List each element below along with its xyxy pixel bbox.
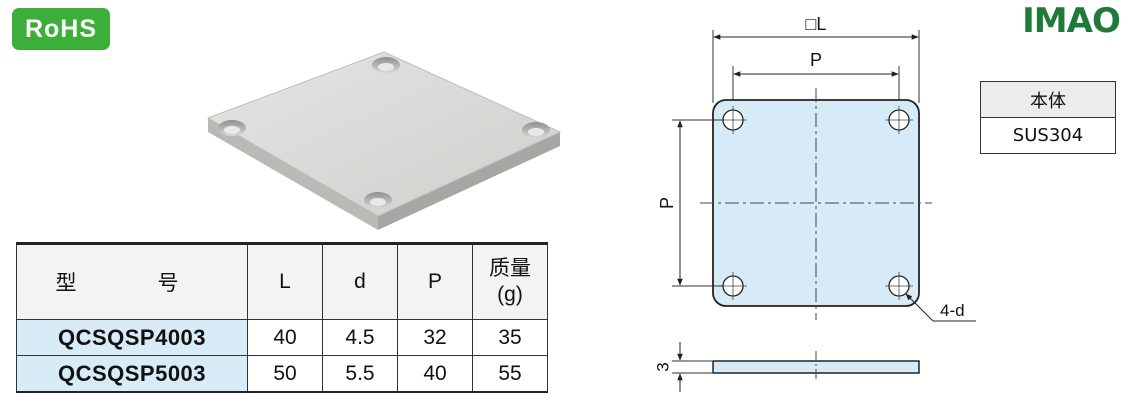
header-mass-unit: (g) — [497, 283, 523, 306]
spec-table: 型 号 L d P 质量 (g) QCSQSP4003 40 4.5 32 35… — [16, 242, 548, 393]
cell-L: 40 — [247, 319, 323, 356]
hole-leader-line — [905, 293, 934, 322]
spec-header-row: 型 号 L d P 质量 (g) — [16, 242, 548, 320]
photo-hole-top — [372, 57, 400, 73]
thickness-label: 3 — [653, 362, 672, 371]
cell-mass: 35 — [472, 319, 548, 356]
material-value: SUS304 — [980, 117, 1116, 154]
cell-d: 5.5 — [322, 355, 398, 393]
material-table: 本体 SUS304 — [980, 81, 1116, 154]
photo-hole-left — [218, 120, 246, 136]
cell-P: 32 — [397, 319, 473, 356]
header-model: 型 号 — [16, 242, 248, 320]
cell-model: QCSQSP5003 — [16, 355, 248, 393]
cell-mass: 55 — [472, 355, 548, 393]
drawing-hole-tr — [885, 106, 913, 134]
rohs-badge: RoHS — [12, 8, 110, 50]
photo-hole-bottom — [364, 192, 392, 208]
header-d: d — [322, 242, 398, 320]
technical-drawing: □L P P 4-d 3 — [653, 14, 976, 392]
header-mass-label: 质量 — [489, 257, 531, 280]
dim-L-label: □L — [806, 14, 827, 34]
product-photo — [206, 51, 562, 230]
dim-P-top-label: P — [810, 50, 822, 70]
drawing-hole-tl — [719, 106, 747, 134]
photo-hole-right — [522, 122, 550, 138]
cell-P: 40 — [397, 355, 473, 393]
imao-logo: IMAO — [1018, 1, 1124, 41]
cell-L: 50 — [247, 355, 323, 393]
table-row: QCSQSP5003 50 5.5 40 55 — [16, 355, 548, 393]
hole-label: 4-d — [940, 301, 965, 320]
header-P: P — [397, 242, 473, 320]
header-mass: 质量 (g) — [472, 242, 548, 320]
cell-model: QCSQSP4003 — [16, 319, 248, 356]
cell-d: 4.5 — [322, 319, 398, 356]
dim-P-side-label: P — [657, 197, 677, 209]
material-header: 本体 — [980, 81, 1116, 118]
drawing-hole-br — [885, 272, 913, 300]
header-L: L — [247, 242, 323, 320]
imao-logo-text: IMAO — [1022, 1, 1121, 41]
table-row: QCSQSP4003 40 4.5 32 35 — [16, 319, 548, 356]
rohs-badge-text: RoHS — [24, 14, 98, 43]
